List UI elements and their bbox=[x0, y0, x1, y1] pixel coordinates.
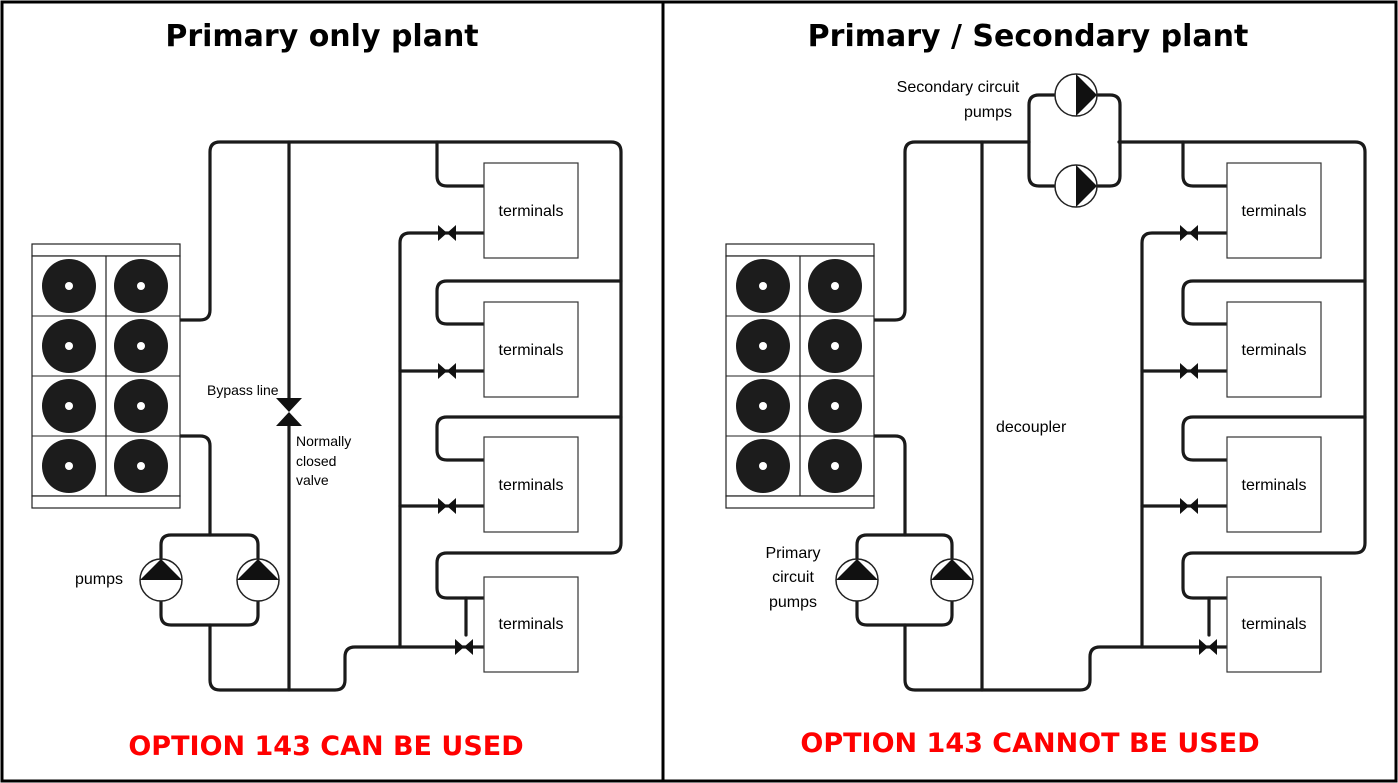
chiller-unit-icon bbox=[31, 243, 181, 257]
terminal-label: terminals bbox=[499, 342, 564, 359]
primary-label-line1: Primary bbox=[765, 545, 820, 562]
valve-icon bbox=[438, 363, 456, 379]
left-pumps bbox=[139, 558, 280, 602]
terminal-label: terminals bbox=[499, 203, 564, 220]
terminal-box bbox=[483, 436, 579, 533]
terminal-box bbox=[483, 576, 579, 673]
secondary-label-line2: pumps bbox=[964, 104, 1012, 121]
right-panel: Primary / Secondary plant bbox=[725, 19, 1367, 759]
pump-icon bbox=[1054, 73, 1098, 117]
valve-icon bbox=[455, 639, 473, 655]
right-terminal-valves bbox=[1180, 225, 1217, 655]
valve-icon bbox=[438, 225, 456, 241]
bypass-label: Bypass line bbox=[207, 382, 279, 398]
pump-icon bbox=[835, 558, 879, 602]
left-chiller-unit bbox=[31, 243, 181, 509]
valve-label-line1: Normally bbox=[296, 433, 351, 449]
terminal-label: terminals bbox=[499, 477, 564, 494]
right-pipework bbox=[855, 93, 1367, 692]
primary-label-line3: pumps bbox=[769, 594, 817, 611]
valve-icon bbox=[1180, 363, 1198, 379]
terminal-box bbox=[1226, 162, 1322, 259]
terminal-label: terminals bbox=[1242, 477, 1307, 494]
pumps-label: pumps bbox=[75, 571, 123, 588]
left-pipework bbox=[159, 140, 623, 692]
right-chiller-unit bbox=[725, 243, 875, 509]
terminal-box bbox=[1226, 576, 1322, 673]
terminal-box bbox=[1226, 436, 1322, 533]
left-terminals: terminals terminals terminals terminals bbox=[483, 162, 579, 673]
pump-icon bbox=[139, 558, 183, 602]
valve-icon bbox=[438, 498, 456, 514]
valve-icon bbox=[1180, 225, 1198, 241]
fan-icon bbox=[736, 259, 862, 493]
fan-icon bbox=[42, 259, 168, 493]
pump-icon bbox=[1054, 164, 1098, 208]
valve-icon bbox=[1199, 639, 1217, 655]
terminal-label: terminals bbox=[499, 616, 564, 633]
valve-label-line2: closed bbox=[296, 453, 336, 469]
left-verdict: OPTION 143 CAN BE USED bbox=[128, 731, 523, 762]
terminal-label: terminals bbox=[1242, 203, 1307, 220]
left-panel: Primary only plant bbox=[31, 19, 623, 762]
right-terminals: terminals terminals terminals terminals bbox=[1226, 162, 1322, 673]
secondary-label-line1: Secondary circuit bbox=[897, 79, 1020, 96]
terminal-label: terminals bbox=[1242, 616, 1307, 633]
valve-icon bbox=[276, 398, 302, 426]
valve-label-line3: valve bbox=[296, 472, 329, 488]
pump-icon bbox=[236, 558, 280, 602]
right-panel-title: Primary / Secondary plant bbox=[808, 19, 1249, 54]
primary-label-line2: circuit bbox=[772, 569, 814, 586]
pump-icon bbox=[930, 558, 974, 602]
left-terminal-valves bbox=[438, 225, 473, 655]
terminal-box bbox=[1226, 301, 1322, 398]
valve-icon bbox=[1180, 498, 1198, 514]
terminal-label: terminals bbox=[1242, 342, 1307, 359]
right-verdict: OPTION 143 CANNOT BE USED bbox=[800, 728, 1259, 759]
terminal-box bbox=[483, 162, 579, 259]
right-secondary-pumps bbox=[1054, 73, 1098, 208]
terminal-box bbox=[483, 301, 579, 398]
right-primary-pumps bbox=[835, 558, 974, 602]
chiller-unit-icon bbox=[725, 243, 875, 257]
left-panel-title: Primary only plant bbox=[165, 19, 478, 54]
decoupler-label: decoupler bbox=[996, 419, 1067, 436]
